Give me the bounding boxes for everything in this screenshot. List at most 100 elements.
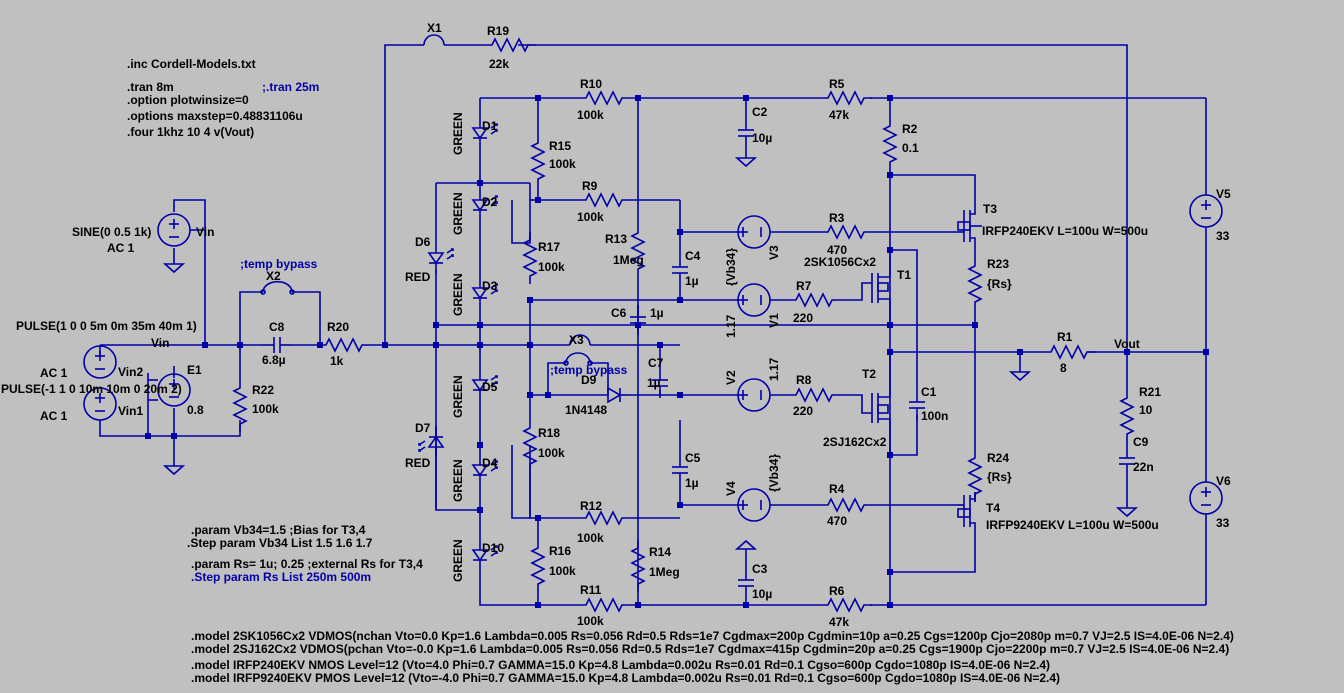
value-r2[interactable]: 0.1 xyxy=(902,141,919,155)
label-t4[interactable]: T4 xyxy=(986,501,1000,515)
value-c2[interactable]: 10µ xyxy=(752,131,772,145)
label-c4[interactable]: C4 xyxy=(685,249,701,263)
value2-vin2[interactable]: AC 1 xyxy=(40,366,68,380)
label-v2[interactable]: V2 xyxy=(724,370,738,385)
value-d4[interactable]: GREEN xyxy=(451,459,465,502)
label-d3[interactable]: D3 xyxy=(482,279,498,293)
value-r15[interactable]: 100k xyxy=(549,157,576,171)
label-v3[interactable]: V3 xyxy=(767,245,781,260)
value-r22[interactable]: 100k xyxy=(252,402,279,416)
label-r22[interactable]: R22 xyxy=(252,383,274,397)
value-v3[interactable]: {Vb34} xyxy=(724,248,738,286)
value-c7[interactable]: 1µ xyxy=(647,376,661,390)
directive-step-rs[interactable]: .Step param Rs List 250m 500m xyxy=(191,570,371,584)
label-d9[interactable]: D9 xyxy=(581,373,597,387)
value-v2[interactable]: 1.17 xyxy=(767,357,781,381)
label-d2[interactable]: D2 xyxy=(482,195,498,209)
value-v1[interactable]: 1.17 xyxy=(724,314,738,338)
comment-temp-bypass-x2[interactable]: ;temp bypass xyxy=(240,257,318,271)
directive-tran-comment[interactable]: ;.tran 25m xyxy=(262,80,319,94)
value-r13[interactable]: 1Meg xyxy=(613,253,644,267)
directive-inc[interactable]: .inc Cordell-Models.txt xyxy=(127,57,256,71)
label-x3[interactable]: X3 xyxy=(569,333,584,347)
label-v1[interactable]: V1 xyxy=(767,313,781,328)
directive-plotwinsize[interactable]: .option plotwinsize=0 xyxy=(127,93,249,107)
label-x2[interactable]: X2 xyxy=(266,269,281,283)
directive-tran[interactable]: .tran 8m xyxy=(127,80,174,94)
label-d6[interactable]: D6 xyxy=(415,235,431,249)
label-r4[interactable]: R4 xyxy=(829,482,845,496)
value-r12[interactable]: 100k xyxy=(577,531,604,545)
value-e1[interactable]: 0.8 xyxy=(187,403,204,417)
value-d9[interactable]: 1N4148 xyxy=(565,403,607,417)
label-e1[interactable]: E1 xyxy=(187,363,202,377)
model-2sj162[interactable]: .model 2SJ162Cx2 VDMOS(pchan Vto=-0.0 Kp… xyxy=(191,642,1229,656)
label-x1[interactable]: X1 xyxy=(427,21,442,35)
label-r17[interactable]: R17 xyxy=(538,240,560,254)
label-v5[interactable]: V5 xyxy=(1216,187,1231,201)
value-r19[interactable]: 22k xyxy=(489,57,509,71)
directive-param-rs[interactable]: .param Rs= 1u; 0.25 ;external Rs for T3,… xyxy=(191,557,423,571)
value-r6[interactable]: 47k xyxy=(829,615,849,629)
label-c5[interactable]: C5 xyxy=(685,451,701,465)
value-r24[interactable]: {Rs} xyxy=(987,470,1012,484)
value-r9[interactable]: 100k xyxy=(577,210,604,224)
value-r14[interactable]: 1Meg xyxy=(649,565,680,579)
label-v6[interactable]: V6 xyxy=(1216,474,1231,488)
label-r15[interactable]: R15 xyxy=(549,139,571,153)
value-d6[interactable]: RED xyxy=(405,270,431,284)
label-d4[interactable]: D4 xyxy=(482,456,498,470)
value-r21[interactable]: 10 xyxy=(1139,403,1153,417)
value-d1[interactable]: GREEN xyxy=(451,112,465,155)
model-irfp9240[interactable]: .model IRFP9240EKV PMOS Level=12 (Vto=-4… xyxy=(191,671,1060,685)
label-t1[interactable]: T1 xyxy=(897,268,911,282)
label-r10[interactable]: R10 xyxy=(580,77,602,91)
value-t3[interactable]: IRFP240EKV L=100u W=500u xyxy=(982,224,1148,238)
value2-vin1[interactable]: AC 1 xyxy=(40,409,68,423)
value-t4[interactable]: IRFP9240EKV L=100u W=500u xyxy=(986,518,1159,532)
label-t2[interactable]: T2 xyxy=(862,367,876,381)
value-r11[interactable]: 100k xyxy=(577,614,604,628)
value-vin1[interactable]: PULSE(-1 1 0 10m 10m 0 20m 2) xyxy=(1,382,182,396)
value-c1[interactable]: 100n xyxy=(921,409,948,423)
value-c5[interactable]: 1µ xyxy=(685,476,699,490)
label-c3[interactable]: C3 xyxy=(752,562,768,576)
label-r20[interactable]: R20 xyxy=(327,320,349,334)
label-t3[interactable]: T3 xyxy=(983,202,997,216)
value-c6[interactable]: 1µ xyxy=(650,306,664,320)
value-r17[interactable]: 100k xyxy=(538,260,565,274)
label-r2[interactable]: R2 xyxy=(902,122,918,136)
value-vin[interactable]: SINE(0 0.5 1k) xyxy=(72,225,151,239)
value-r3[interactable]: 470 xyxy=(827,243,847,257)
label-c7[interactable]: C7 xyxy=(648,356,664,370)
label-r24[interactable]: R24 xyxy=(987,451,1009,465)
value-c8[interactable]: 6.8µ xyxy=(262,353,286,367)
value-d10[interactable]: GREEN xyxy=(451,539,465,582)
label-c8[interactable]: C8 xyxy=(269,320,285,334)
label-d1[interactable]: D1 xyxy=(482,119,498,133)
model-2sk1056[interactable]: .model 2SK1056Cx2 VDMOS(nchan Vto=0.0 Kp… xyxy=(191,629,1234,643)
label-d7[interactable]: D7 xyxy=(415,421,431,435)
value-r4[interactable]: 470 xyxy=(827,514,847,528)
label-r18[interactable]: R18 xyxy=(538,426,560,440)
value-r7[interactable]: 220 xyxy=(793,311,813,325)
value-r10[interactable]: 100k xyxy=(577,108,604,122)
label-r23[interactable]: R23 xyxy=(987,257,1009,271)
value-c4[interactable]: 1µ xyxy=(685,274,699,288)
label-r19[interactable]: R19 xyxy=(487,24,509,38)
value-vin2[interactable]: PULSE(1 0 0 5m 0m 35m 40m 1) xyxy=(16,319,197,333)
directive-four[interactable]: .four 1khz 10 4 v(Vout) xyxy=(127,125,254,139)
label-v4[interactable]: V4 xyxy=(724,481,738,496)
value-r20[interactable]: 1k xyxy=(330,354,344,368)
label-r13[interactable]: R13 xyxy=(605,232,627,246)
label-r5[interactable]: R5 xyxy=(829,77,845,91)
label-d10[interactable]: D10 xyxy=(482,541,504,555)
value-t2[interactable]: 2SJ162Cx2 xyxy=(823,435,887,449)
label-c6[interactable]: C6 xyxy=(611,306,627,320)
net-label-vin[interactable]: Vin xyxy=(151,336,169,350)
label-r16[interactable]: R16 xyxy=(549,544,571,558)
value-c9[interactable]: 22n xyxy=(1133,460,1154,474)
value-r1[interactable]: 8 xyxy=(1060,361,1067,375)
label-vin[interactable]: Vin xyxy=(196,225,214,239)
